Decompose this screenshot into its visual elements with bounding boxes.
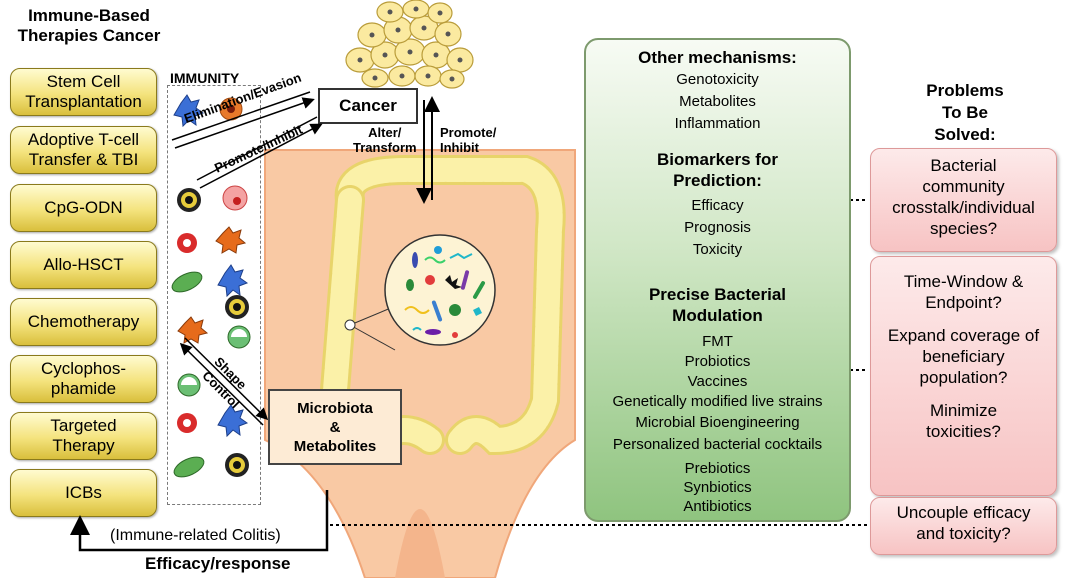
problem-line: beneficiary (922, 347, 1005, 366)
label-promote-line1: Promote/ (440, 125, 497, 140)
problem-box-uncouple: Uncouple efficacy and toxicity? (870, 497, 1057, 555)
mechanism-item: Genotoxicity (676, 71, 759, 88)
microbiota-line3: Metabolites (293, 437, 377, 455)
label-promote-line2: Inhibit (440, 140, 479, 155)
immunity-label: IMMUNITY (170, 70, 240, 86)
therapy-label: Stem Cell (46, 72, 121, 91)
therapy-label: phamide (50, 379, 117, 398)
problem-line: Endpoint? (925, 293, 1002, 312)
therapy-stem-cell: Stem Cell Transplantation (10, 68, 157, 116)
microbiota-box: Microbiota & Metabolites (268, 389, 402, 465)
problem-line: Uncouple efficacy (896, 503, 1031, 522)
efficacy-label: Efficacy/response (145, 554, 291, 573)
modulation-item: Personalized bacterial cocktails (612, 436, 823, 453)
therapy-label: Allo-HSCT (43, 255, 124, 274)
immune-cells-illustration (171, 94, 251, 478)
bacteria-icons (404, 246, 485, 338)
biomarker-item: Toxicity (692, 241, 743, 258)
therapy-label: Chemotherapy (27, 312, 140, 331)
immune-cells-panel (167, 85, 261, 505)
modulation-title: Modulation (672, 306, 763, 325)
biomarker-item: Prognosis (684, 219, 751, 236)
problem-line: crosstalk/individual (892, 198, 1035, 217)
problem-line: Time-Window & (903, 272, 1024, 291)
therapy-label: Transfer & TBI (28, 150, 139, 169)
modulation-title: Precise Bacterial (648, 285, 787, 304)
problem-line: and toxicity? (916, 524, 1011, 543)
therapy-label: Cyclophos- (40, 359, 127, 378)
mechanism-item: Inflammation (674, 115, 761, 132)
problem-line: species? (929, 219, 998, 238)
biomarker-item: Efficacy (691, 197, 744, 214)
modulation-item: FMT (702, 333, 733, 350)
therapy-targeted: Targeted Therapy (10, 412, 157, 460)
problem-box-bacterial: Bacterial community crosstalk/individual… (870, 148, 1057, 252)
therapies-title-line2: Therapies Cancer (17, 26, 161, 45)
therapy-label: CpG-ODN (44, 198, 123, 217)
modulation-item: Prebiotics (684, 460, 751, 477)
therapy-cyclophosphamide: Cyclophos- phamide (10, 355, 157, 403)
microbiota-line1: Microbiota (297, 399, 373, 417)
therapy-adoptive-t-cell: Adoptive T-cell Transfer & TBI (10, 126, 157, 174)
problem-spacer (871, 388, 1056, 400)
therapy-chemotherapy: Chemotherapy (10, 298, 157, 346)
modulation-item: Genetically modified live strains (612, 393, 823, 410)
problems-title-line: To Be (942, 103, 988, 122)
problem-line: Bacterial (930, 156, 997, 175)
problem-line: Minimize (929, 401, 998, 420)
modulation-item: Vaccines (687, 373, 748, 390)
dendritic-cell-icon (173, 94, 205, 128)
colitis-label: (Immune-related Colitis) (110, 527, 281, 544)
microbiota-line2: & (329, 418, 341, 436)
biomarkers-title: Prediction: (673, 171, 762, 190)
label-alter-line2: Transform (353, 140, 417, 155)
modulation-item: Synbiotics (683, 479, 752, 496)
cancer-box: Cancer (318, 88, 418, 124)
problem-line: Expand coverage of (887, 326, 1040, 345)
tumor-cells-illustration (345, 0, 474, 89)
therapy-label: Targeted (50, 416, 117, 435)
modulation-item: Probiotics (684, 353, 751, 370)
biomarkers-title: Biomarkers for (657, 150, 778, 169)
label-alter-transform: Alter/ Transform (353, 125, 417, 155)
problem-line: population? (919, 368, 1008, 387)
problem-spacer (871, 313, 1056, 325)
label-alter-line1: Alter/ (368, 125, 402, 140)
problem-line: community (922, 177, 1005, 196)
problems-title-line: Solved: (934, 125, 996, 144)
problems-title-line: Problems (926, 81, 1004, 100)
therapy-label: ICBs (65, 483, 102, 502)
label-promote-inhibit-right: Promote/ Inhibit (440, 125, 496, 155)
modulation-item: Antibiotics (683, 498, 752, 515)
modulation-item: Microbial Bioengineering (635, 414, 800, 431)
therapy-label: Adoptive T-cell (27, 130, 140, 149)
therapies-title-line1: Immune-Based (28, 6, 150, 25)
mechanism-item: Metabolites (679, 93, 756, 110)
problem-box-timing: Time-Window & Endpoint? Expand coverage … (870, 256, 1057, 496)
therapy-icbs: ICBs (10, 469, 157, 517)
problem-line: toxicities? (926, 422, 1001, 441)
therapies-title: Immune-Based Therapies Cancer (0, 6, 178, 46)
problems-title: Problems To Be Solved: (895, 80, 1035, 146)
mechanisms-panel: Other mechanisms: Genotoxicity Metabolit… (584, 38, 851, 522)
therapy-label: Transplantation (25, 92, 142, 111)
therapy-cpg-odn: CpG-ODN (10, 184, 157, 232)
therapy-label: Therapy (52, 436, 115, 455)
therapy-allo-hsct: Allo-HSCT (10, 241, 157, 289)
other-mechanisms-title: Other mechanisms: (638, 48, 797, 67)
